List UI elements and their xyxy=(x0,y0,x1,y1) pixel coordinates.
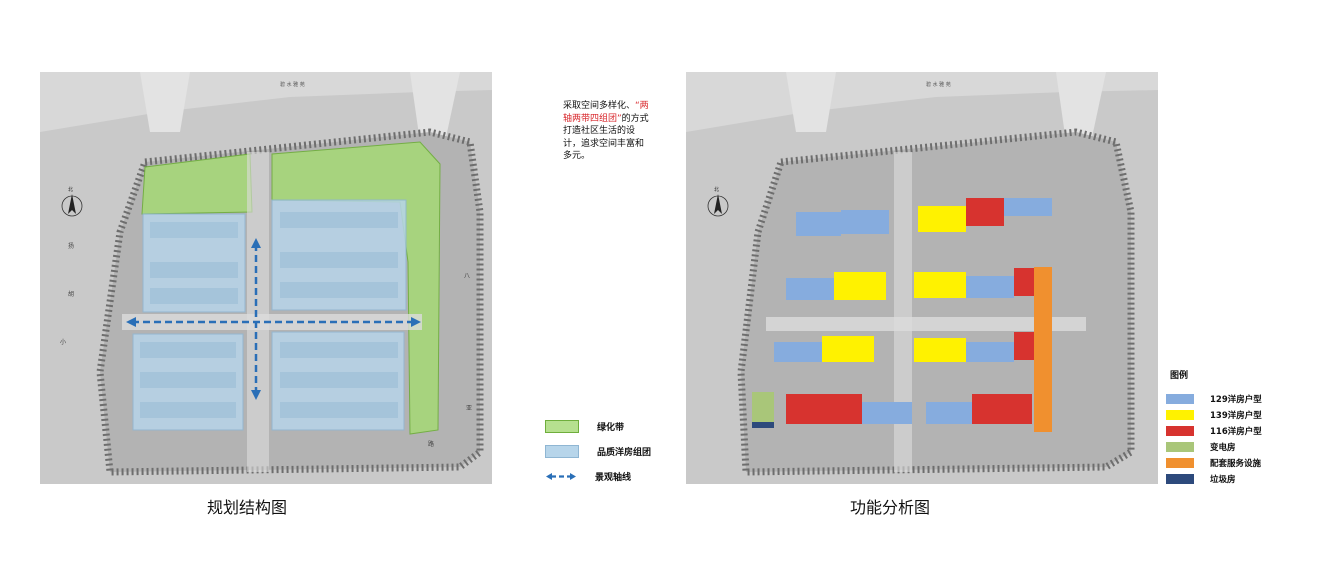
right-caption: 功能分析图 xyxy=(850,498,931,517)
swatch-blue xyxy=(1166,394,1194,404)
function-legend-title: 图例 xyxy=(1170,371,1189,381)
function-analysis-map: 北 碧 水 雅 苑 xyxy=(686,72,1158,484)
fn-label: 129洋房户型 xyxy=(1210,395,1262,405)
planning-structure-map: 北 碧 水 雅 苑 扬 胡 小 八 亚 路 xyxy=(40,72,492,484)
street-label-top: 碧 水 雅 苑 xyxy=(926,81,951,88)
fn-label: 配套服务设施 xyxy=(1210,459,1262,469)
north-arrow-icon: 北 xyxy=(707,186,729,217)
swatch-green xyxy=(1166,442,1194,452)
function-legend-item-129: 129洋房户型 xyxy=(1166,393,1262,405)
north-south-road xyxy=(247,152,269,472)
road-northeast xyxy=(1056,72,1106,142)
legend-cluster: 品质洋房组团 xyxy=(545,445,651,458)
design-description: 采取空间多样化、“两轴两带四组团”的方式打造社区生活的设计，追求空间丰富和多元。 xyxy=(563,100,651,163)
swatch-orange xyxy=(1166,458,1194,468)
swatch-navy xyxy=(1166,474,1194,484)
street-char-5: 亚 xyxy=(466,405,472,412)
legend-swatch-green xyxy=(545,420,579,433)
street-char-3: 小 xyxy=(60,338,66,346)
north-arrow-icon: 北 xyxy=(61,186,83,217)
legend-swatch-blue xyxy=(545,445,579,458)
description-part-2: 的方式打造社区生活的设计，追求空间丰富和多元。 xyxy=(563,113,649,162)
function-legend-item-garbage: 垃圾房 xyxy=(1166,473,1236,485)
east-west-road xyxy=(122,314,422,330)
legend-green-belt: 绿化带 xyxy=(545,420,624,433)
road-northwest xyxy=(786,72,836,132)
dashed-arrow-icon xyxy=(545,471,577,482)
fn-label: 139洋房户型 xyxy=(1210,411,1262,421)
service-facility xyxy=(1034,267,1052,432)
axis-arrow-north xyxy=(251,238,261,248)
road-northeast xyxy=(410,72,460,142)
legend-label: 景观轴线 xyxy=(595,473,632,483)
planning-structure-plan: 北 碧 水 雅 苑 扬 胡 小 八 亚 路 xyxy=(40,72,492,484)
building-units xyxy=(774,198,1052,424)
svg-text:北: 北 xyxy=(714,186,719,193)
function-legend-item-139: 139洋房户型 xyxy=(1166,409,1262,421)
function-legend-item-service: 配套服务设施 xyxy=(1166,457,1261,469)
left-caption: 规划结构图 xyxy=(207,498,288,517)
garbage-room xyxy=(752,422,774,428)
substation xyxy=(752,392,774,422)
building-footprints xyxy=(140,212,398,418)
axis-arrow-west xyxy=(126,317,136,327)
fn-label: 116洋房户型 xyxy=(1210,427,1262,437)
street-char-1: 扬 xyxy=(68,242,74,250)
swatch-yellow xyxy=(1166,410,1194,420)
svg-text:北: 北 xyxy=(68,186,73,193)
swatch-red xyxy=(1166,426,1194,436)
east-west-road xyxy=(766,317,1086,331)
legend-axis: 景观轴线 xyxy=(545,470,631,483)
fn-label: 变电房 xyxy=(1210,443,1236,453)
north-south-road xyxy=(894,152,912,472)
function-legend-item-substation: 变电房 xyxy=(1166,441,1236,453)
street-char-2: 胡 xyxy=(68,290,74,298)
street-char-6: 路 xyxy=(428,440,434,448)
description-part-1: 采取空间多样化、 xyxy=(563,101,636,111)
fn-label: 垃圾房 xyxy=(1210,475,1236,485)
street-label-top: 碧 水 雅 苑 xyxy=(280,81,305,88)
description-highlight: “两轴两带四组团” xyxy=(563,101,649,124)
tree-border xyxy=(96,128,484,476)
function-legend-item-116: 116洋房户型 xyxy=(1166,425,1262,437)
axis-arrow-south xyxy=(251,390,261,400)
road-northwest xyxy=(140,72,190,132)
axis-arrow-east xyxy=(411,317,421,327)
street-char-4: 八 xyxy=(464,273,470,280)
legend-label: 品质洋房组团 xyxy=(597,448,652,458)
function-analysis-plan: 北 碧 水 雅 苑 xyxy=(686,72,1158,484)
legend-label: 绿化带 xyxy=(597,423,625,433)
